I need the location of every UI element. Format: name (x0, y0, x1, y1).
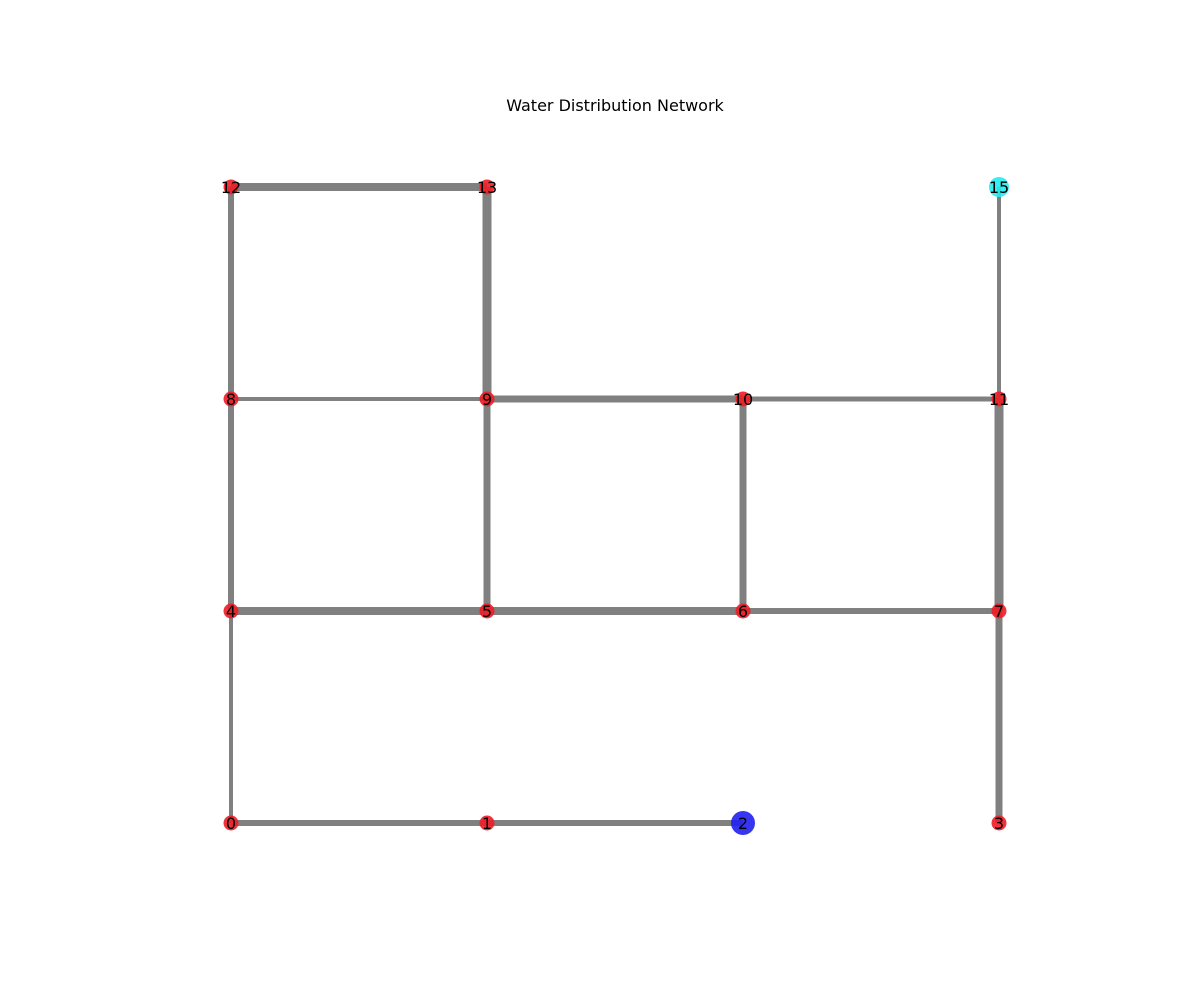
tank-node-marker (989, 177, 1009, 197)
node-label: 12 (221, 178, 241, 197)
node-label: 10 (733, 390, 753, 409)
pipes-layer (228, 183, 1004, 826)
junction-node-marker (479, 815, 495, 831)
junction-node-marker (223, 391, 239, 407)
node-label: 11 (989, 390, 1009, 409)
junction-node-marker (223, 179, 239, 195)
node-7: 7 (991, 602, 1007, 621)
node-4: 4 (223, 602, 239, 621)
node-label: 9 (482, 390, 492, 409)
node-11: 11 (989, 390, 1009, 409)
junction-node-marker (479, 391, 495, 407)
junction-node-marker (479, 179, 495, 195)
node-label: 13 (477, 178, 497, 197)
junction-node-marker (223, 815, 239, 831)
junction-node-marker (991, 391, 1007, 407)
node-6: 6 (735, 602, 751, 621)
node-12: 12 (221, 178, 241, 197)
diagram-title: Water Distribution Network (506, 96, 724, 115)
junction-node-marker (991, 603, 1007, 619)
node-0: 0 (223, 814, 239, 833)
node-9: 9 (479, 390, 495, 409)
node-label: 4 (226, 602, 236, 621)
node-label: 1 (482, 814, 492, 833)
node-5: 5 (479, 602, 495, 621)
node-label: 0 (226, 814, 236, 833)
node-label: 7 (994, 602, 1004, 621)
reservoir-node-marker (731, 811, 755, 835)
junction-node-marker (479, 603, 495, 619)
junction-node-marker (735, 391, 751, 407)
node-label: 2 (738, 814, 748, 833)
node-label: 5 (482, 602, 492, 621)
junction-node-marker (223, 603, 239, 619)
node-13: 13 (477, 178, 497, 197)
node-3: 3 (991, 814, 1007, 833)
node-15: 15 (989, 177, 1009, 197)
node-label: 15 (989, 178, 1009, 197)
node-8: 8 (223, 390, 239, 409)
junction-node-marker (991, 815, 1007, 831)
node-1: 1 (479, 814, 495, 833)
node-2: 2 (731, 811, 755, 835)
node-label: 6 (738, 602, 748, 621)
node-label: 8 (226, 390, 236, 409)
node-label: 3 (994, 814, 1004, 833)
node-10: 10 (733, 390, 753, 409)
junction-node-marker (735, 603, 751, 619)
